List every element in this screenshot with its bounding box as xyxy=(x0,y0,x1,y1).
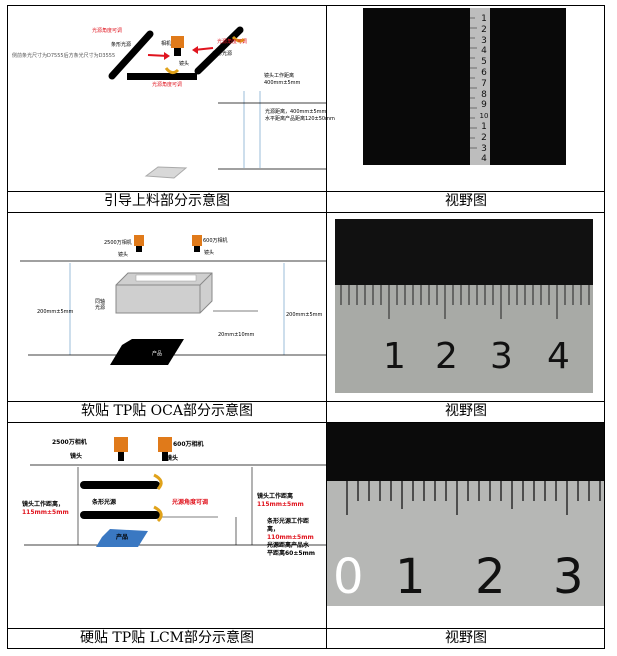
ruler-horizontal xyxy=(335,285,593,393)
table-column-divider xyxy=(326,5,327,649)
diagram-soft-oca: 2500万相机 600万相机 镜头 镜头 同轴光源 200mm±5mm 200m… xyxy=(8,213,326,401)
lens-label: 镜头 xyxy=(204,250,215,256)
wd-left-value: 115mm±5mm xyxy=(22,509,69,516)
feeding-drawing xyxy=(108,26,326,179)
ruler-number: 3 xyxy=(553,549,584,605)
strip-light-label: 条形光源 xyxy=(212,51,233,57)
lens-label: 镜头 xyxy=(70,453,83,460)
ruler-number: 3 xyxy=(490,336,513,377)
ruler-ticks xyxy=(346,481,601,515)
ruler-ticks xyxy=(340,285,590,319)
camera-600-label: 600万相机 xyxy=(173,441,204,448)
ruler-number: 10 xyxy=(479,112,489,121)
strip-light-label: 条形光源 xyxy=(92,499,117,506)
ruler-ticks xyxy=(470,17,477,149)
strip-distance-value: 110mm±5mm xyxy=(267,534,314,541)
view-hard-lcm: 0 1 2 3 xyxy=(327,423,604,606)
light-distance-label: 光源距离产品水 xyxy=(267,542,310,549)
distance-right-label: 200mm±5mm xyxy=(286,312,323,318)
ruler-number: 2 xyxy=(481,132,487,143)
soft-oca-drawing xyxy=(20,235,326,365)
ruler-number: 6 xyxy=(481,67,487,78)
wd-value: 400mm±5mm xyxy=(264,80,301,86)
camera-2500-label: 2500万相机 xyxy=(104,240,132,246)
ruler-number: 4 xyxy=(481,154,487,165)
wd-right-value: 115mm±5mm xyxy=(257,501,304,508)
ruler-number: 2 xyxy=(481,24,487,35)
light-distance-label: 水平距离产品距离120±50mm xyxy=(265,116,335,122)
figure-table xyxy=(7,5,605,649)
distance-left-label: 200mm±5mm xyxy=(37,309,74,315)
table-divider xyxy=(7,401,605,402)
light-adjust-label: 光源角度可调 xyxy=(92,28,123,34)
light-distance-label: 光源距离，400mm±5mm xyxy=(265,109,327,115)
ruler-number: 4 xyxy=(481,46,487,57)
ruler-number: 1 xyxy=(481,121,487,132)
ruler-number: 9 xyxy=(481,100,487,111)
ruler-number: 8 xyxy=(481,89,487,100)
diagram-hard-lcm: 2500万相机 600万相机 镜头 镜头 条形光源 光源角度可调 镜头工作距离，… xyxy=(8,423,326,628)
coaxial-light-label: 同轴光源 xyxy=(95,299,106,311)
camera-label: 相机 xyxy=(161,41,172,47)
lens-label: 镜头 xyxy=(118,252,129,258)
caption-feeding: 引导上料部分示意图 xyxy=(104,193,230,209)
ruler-number: 1 xyxy=(395,549,426,605)
light-adjust-label: 光源角度可调 xyxy=(152,82,183,88)
distance-small-label: 20mm±10mm xyxy=(218,332,255,338)
product-label: 产品 xyxy=(116,534,129,541)
strip-distance-label: 条形光源工作距 xyxy=(267,518,310,525)
caption-view: 视野图 xyxy=(445,193,487,209)
size-note: 侧前条光尺寸为D7555后方条光尺寸为D3555 xyxy=(12,53,116,59)
hard-lcm-drawing xyxy=(24,437,326,547)
lens-label: 镜头 xyxy=(166,455,179,462)
table-divider xyxy=(7,628,605,629)
ruler-horizontal xyxy=(327,481,604,606)
ruler-number: 3 xyxy=(481,143,487,154)
strip-light-label: 条形光源 xyxy=(111,42,132,48)
ruler-number-column: 1 2 3 4 5 6 7 8 9 10 1 2 3 4 xyxy=(477,14,491,165)
table-divider xyxy=(7,191,605,192)
ruler-number: 0 xyxy=(333,549,364,605)
ruler-vertical xyxy=(470,8,490,165)
table-divider xyxy=(7,422,605,423)
wd-left-label: 镜头工作距离， xyxy=(22,501,65,508)
ruler-number: 1 xyxy=(383,336,406,377)
view-soft-oca: 1 2 3 4 xyxy=(335,219,593,393)
light-adjust-label: 光源角度可调 xyxy=(217,39,248,45)
caption-view: 视野图 xyxy=(445,403,487,419)
wd-label: 镜头工作距离 xyxy=(264,73,295,79)
camera-2500-label: 2500万相机 xyxy=(52,439,87,446)
caption-soft-oca: 软贴 TP贴 OCA部分示意图 xyxy=(81,403,253,419)
ruler-number: 4 xyxy=(547,336,570,377)
ruler-number: 7 xyxy=(481,78,487,89)
caption-view: 视野图 xyxy=(445,630,487,646)
ruler-number: 5 xyxy=(481,57,487,68)
diagram-feeding: 光源角度可调 条形光源 相机 光源角度可调 条形光源 镜头 侧前条光尺寸为D75… xyxy=(8,6,335,191)
wd-right-label: 镜头工作距离 xyxy=(257,493,294,500)
ruler-number: 2 xyxy=(435,336,458,377)
caption-hard-lcm: 硬贴 TP贴 LCM部分示意图 xyxy=(79,630,254,646)
lens-label: 镜头 xyxy=(179,61,190,67)
ruler-number: 3 xyxy=(481,35,487,46)
table-divider xyxy=(7,212,605,213)
strip-distance-label: 离， xyxy=(267,526,280,533)
view-feeding: 1 2 3 4 5 6 7 8 9 10 1 2 3 4 xyxy=(363,8,566,165)
ruler-number: 2 xyxy=(475,549,506,605)
light-distance-value: 平距离60±5mm xyxy=(267,550,316,557)
product-label: 产品 xyxy=(152,351,163,357)
ruler-number: 1 xyxy=(481,14,487,24)
camera-600-label: 600万相机 xyxy=(203,238,228,244)
light-adjust-label: 光源角度可调 xyxy=(172,499,209,506)
